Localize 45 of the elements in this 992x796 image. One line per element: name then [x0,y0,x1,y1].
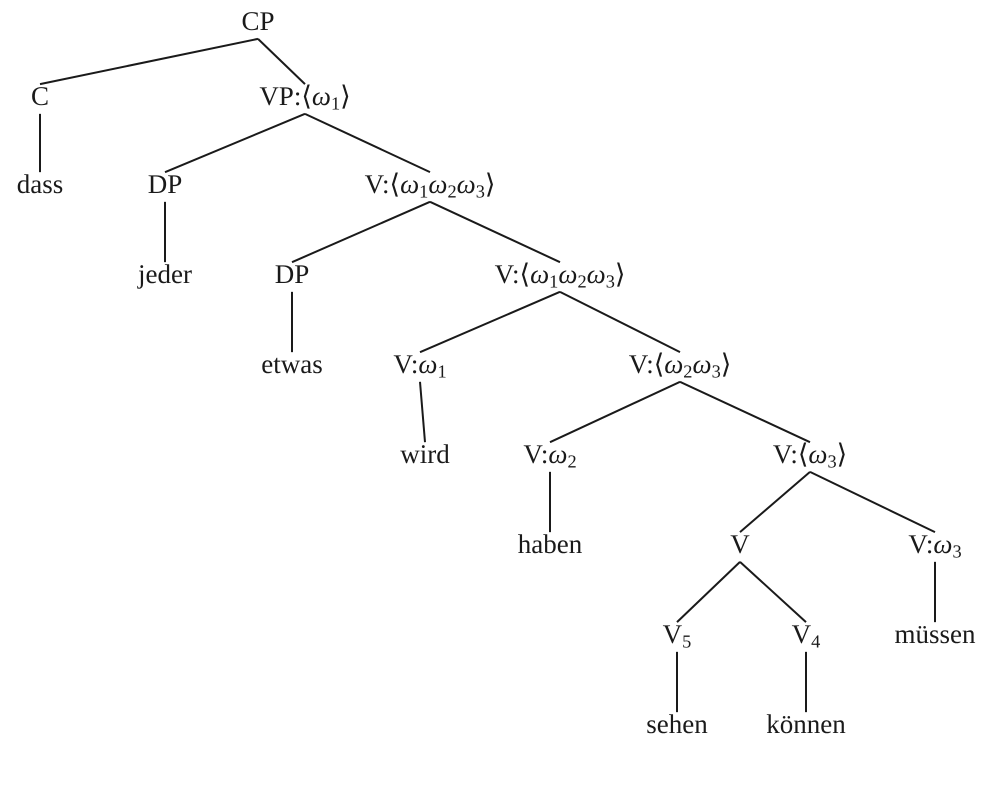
tree-node-label: V:⟨ω$_{2}$ω$_{3}$⟩ [626,350,734,380]
tree-node-label: V [728,530,752,560]
tree-branch-line [419,382,426,442]
tree-branch-line [805,652,807,712]
tree-node-label: V$_{4}$ [790,620,822,650]
tree-branch-line [292,200,430,264]
tree-node-label: müssen [892,620,978,650]
tree-branch-line [164,202,166,262]
tree-node-label: C [29,82,51,112]
tree-branch-line [291,292,293,352]
tree-branch-line [40,38,258,86]
tree-branch-line [304,112,430,174]
tree-node-label: DP [272,260,312,290]
tree-branch-line [739,471,811,533]
tree-branch-line [39,114,41,172]
tree-branch-line [810,470,936,534]
tree-node-label: V$_{5}$ [660,620,694,650]
tree-branch-line [934,562,936,622]
tree-branch-line [420,290,560,354]
tree-node-label: V:ω$_{3}$ [906,530,964,560]
tree-node-label: wird [398,440,452,470]
tree-branch-line [739,561,807,623]
tree-branch-line [430,200,560,264]
tree-branch-line [676,652,678,712]
tree-node-label: CP [239,7,277,37]
tree-node-label: sehen [644,710,710,740]
tree-node-label: V:ω$_{2}$ [521,440,579,470]
tree-node-label: VP:⟨ω$_{1}$⟩ [257,82,353,112]
tree-node-label: V:⟨ω$_{1}$ω$_{2}$ω$_{3}$⟩ [362,170,498,200]
tree-node-label: können [764,710,848,740]
tree-node-label: jeder [136,260,194,290]
tree-node-label: V:ω$_{1}$ [391,350,449,380]
tree-branch-line [680,380,810,444]
tree-branch-line [164,112,306,174]
tree-node-label: DP [146,170,184,200]
tree-branch-line [560,290,680,354]
tree-node-label: V:⟨ω$_{3}$⟩ [770,440,850,470]
tree-node-label: haben [516,530,584,560]
tree-node-label: etwas [259,350,325,380]
tree-branch-line [257,38,306,85]
tree-branch-line [549,472,551,532]
tree-node-label: dass [14,170,66,200]
tree-branch-line [550,380,680,444]
tree-branch-line [676,561,741,623]
tree-node-label: V:⟨ω$_{1}$ω$_{2}$ω$_{3}$⟩ [492,260,628,290]
